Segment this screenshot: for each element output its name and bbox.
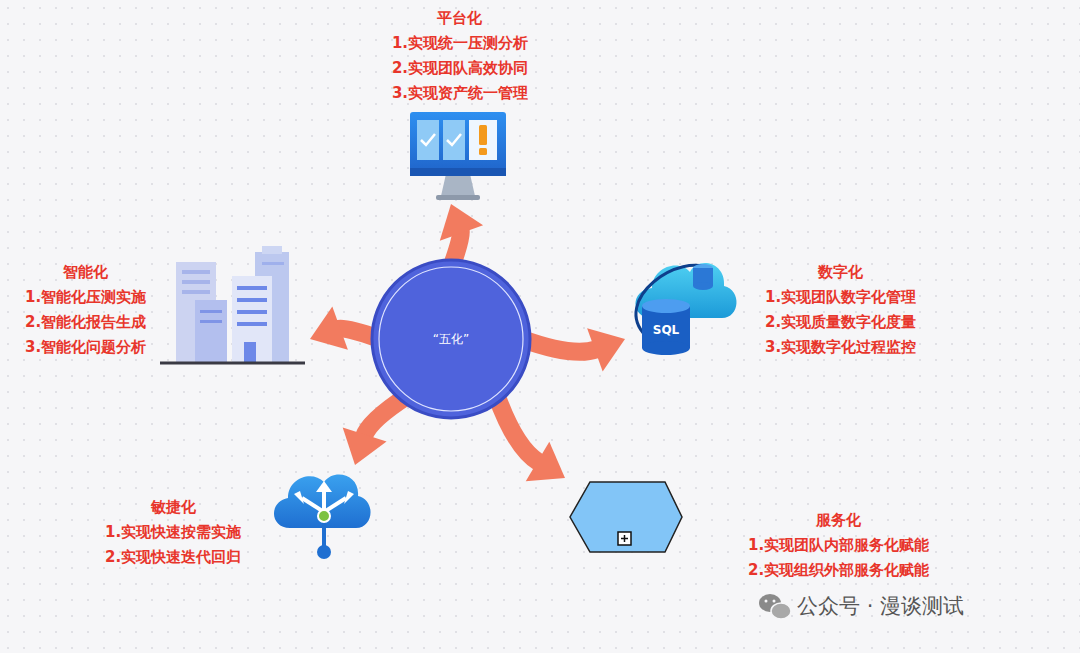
category-heading: 智能化	[25, 260, 146, 285]
category-item: 3.实现资产统一管理	[392, 81, 528, 106]
monitor-icon	[410, 112, 506, 200]
icon-text: SQL	[653, 323, 680, 337]
category-item: 2.实现质量数字化度量	[765, 310, 916, 335]
hexagon-shape	[570, 482, 682, 552]
category-item: 1.实现快速按需实施	[105, 520, 241, 545]
text-column: 数字化1.实现团队数字化管理2.实现质量数字化度量3.实现数字化过程监控	[765, 260, 916, 360]
category-heading: 服务化	[748, 508, 929, 533]
text-column: 智能化1.智能化压测实施2.智能化报告生成3.智能化问题分析	[25, 260, 146, 360]
circle-label: “五化”	[370, 331, 532, 348]
category-item: 1.实现统一压测分析	[392, 31, 528, 56]
category-group: 平台化1.实现统一压测分析2.实现团队高效协同3.实现资产统一管理	[385, 4, 535, 204]
category-item: 2.实现快速迭代回归	[105, 545, 241, 570]
category-heading: 平台化	[392, 6, 528, 31]
category-item: 2.实现组织外部服务化赋能	[748, 558, 929, 583]
category-item: 1.实现团队内部服务化赋能	[748, 533, 929, 558]
building-icon	[160, 246, 305, 363]
category-heading: 数字化	[765, 260, 916, 285]
text-column: 服务化1.实现团队内部服务化赋能2.实现组织外部服务化赋能	[748, 508, 929, 583]
watermark: 公众号 · 漫谈测试	[797, 592, 964, 620]
curved-arrow	[440, 204, 483, 268]
curved-arrow	[310, 307, 380, 350]
category-group: 智能化1.智能化压测实施2.智能化报告生成3.智能化问题分析	[20, 255, 310, 367]
center-circle: “五化”	[370, 258, 532, 420]
category-item: 3.智能化问题分析	[25, 335, 146, 360]
curved-arrow	[496, 394, 565, 481]
category-heading: 敏捷化	[105, 495, 241, 520]
wechat-icon	[759, 594, 791, 619]
category-group: 数字化1.实现团队数字化管理2.实现质量数字化度量3.实现数字化过程监控	[625, 255, 945, 364]
category-item: 2.智能化报告生成	[25, 310, 146, 335]
curved-arrow	[522, 328, 625, 371]
category-group: 敏捷化1.实现快速按需实施2.实现快速迭代回归	[100, 465, 355, 574]
curved-arrow	[343, 395, 408, 465]
category-item: 1.智能化压测实施	[25, 285, 146, 310]
category-group: 服务化1.实现团队内部服务化赋能2.实现组织外部服务化赋能	[565, 478, 960, 587]
text-column: 敏捷化1.实现快速按需实施2.实现快速迭代回归	[105, 495, 241, 570]
agile-cloud-icon	[274, 474, 371, 559]
cloud-database-icon	[636, 263, 737, 355]
category-item: 1.实现团队数字化管理	[765, 285, 916, 310]
text-column: 平台化1.实现统一压测分析2.实现团队高效协同3.实现资产统一管理	[392, 6, 528, 106]
category-item: 2.实现团队高效协同	[392, 56, 528, 81]
category-item: 3.实现数字化过程监控	[765, 335, 916, 360]
